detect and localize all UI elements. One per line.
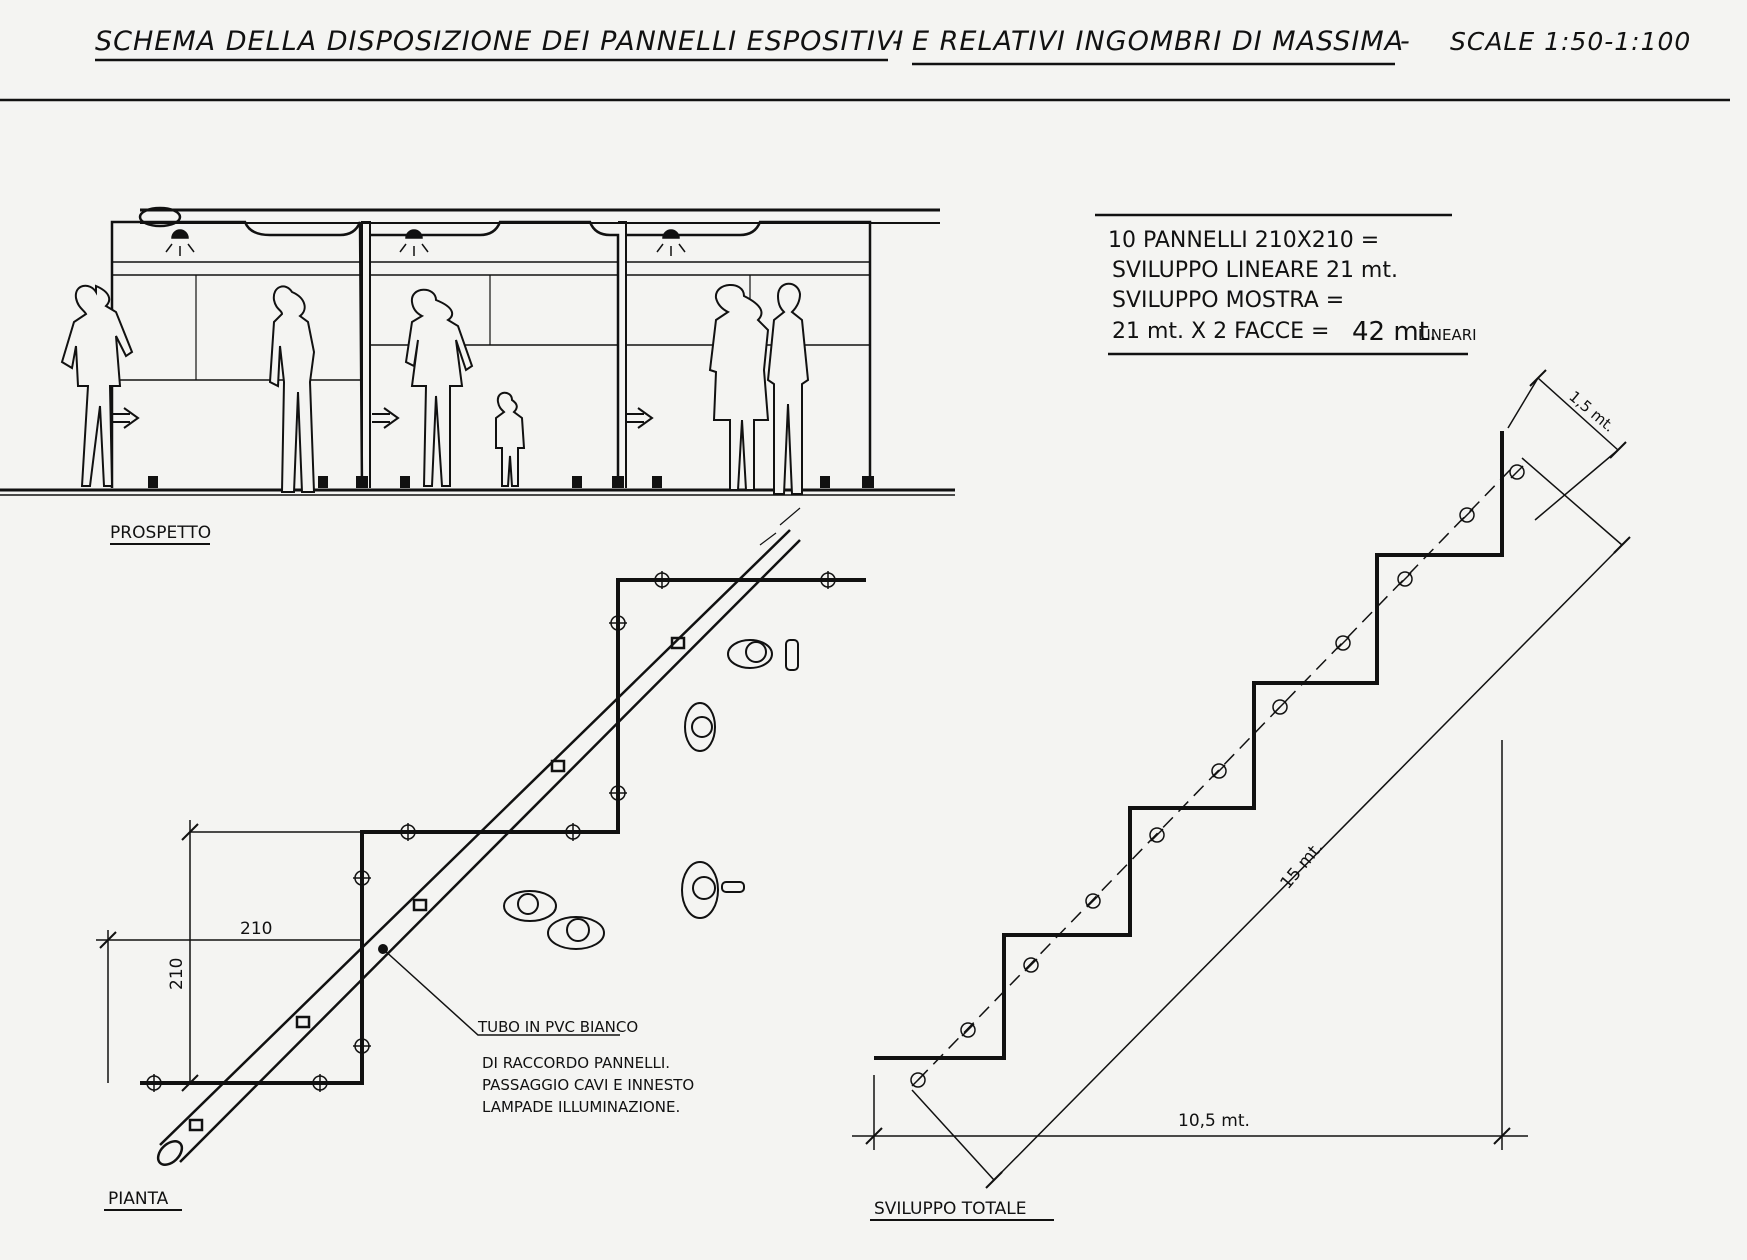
- title-dash1: -: [892, 26, 903, 57]
- dim-horizontal-label: 10,5 mt.: [1178, 1111, 1250, 1131]
- title-dash2: -: [1400, 26, 1411, 57]
- title-part2: E RELATIVI INGOMBRI DI MASSIMA: [912, 26, 1404, 57]
- panel-2: [370, 222, 618, 488]
- tube-note-line-3: PASSAGGIO CAVI E INNESTO: [482, 1076, 694, 1094]
- title-part1: SCHEMA DELLA DISPOSIZIONE DEI PANNELLI E…: [95, 26, 904, 57]
- dim-diagonal: [912, 458, 1630, 1188]
- panel-joint-2: [618, 222, 626, 488]
- tube-note-line-4: LAMPADE ILLUMINAZIONE.: [482, 1098, 680, 1116]
- dim-panel-width: 210: [240, 919, 272, 939]
- scale-label: SCALE 1:50-1:100: [1450, 27, 1691, 56]
- dim-panel-height: 210: [167, 958, 187, 990]
- summary-line-1: 10 PANNELLI 210X210 =: [1108, 228, 1379, 253]
- plan-panels: [140, 580, 866, 1083]
- summary-note: 10 PANNELLI 210X210 = SVILUPPO LINEARE 2…: [1095, 215, 1477, 354]
- tube-leader: [383, 949, 620, 1035]
- dim-horizontal: [852, 740, 1528, 1150]
- lamp-icon: [166, 230, 685, 256]
- dim-depth: [1508, 370, 1626, 520]
- pianta-label: PIANTA: [108, 1189, 169, 1209]
- tube-note-line-1: TUBO IN PVC BIANCO: [477, 1018, 638, 1036]
- summary-line-4c: LINEARI: [1418, 326, 1477, 344]
- sviluppo-totale-label: SVILUPPO TOTALE: [874, 1199, 1026, 1219]
- plan-dimensions: [96, 820, 362, 1091]
- tube-note-line-2: DI RACCORDO PANNELLI.: [482, 1054, 670, 1072]
- panel-joint-1: [362, 222, 370, 488]
- prospetto-label: PROSPETTO: [110, 523, 211, 543]
- title-block: SCHEMA DELLA DISPOSIZIONE DEI PANNELLI E…: [0, 26, 1730, 100]
- summary-line-2: SVILUPPO LINEARE 21 mt.: [1112, 258, 1398, 283]
- pipe-section: [140, 208, 180, 226]
- pvc-tube: [154, 508, 800, 1169]
- tube-joint-icon: [911, 465, 1524, 1087]
- visitor-top-view-icon: [504, 640, 798, 949]
- plan-view: 210 210 TUBO IN PVC BIANCO DI RACCORDO P…: [96, 508, 866, 1210]
- elevation-view: PROSPETTO: [0, 208, 955, 544]
- summary-line-4a: 21 mt. X 2 FACCE =: [1112, 319, 1329, 344]
- human-figure-icon: [62, 284, 808, 494]
- panel-foot: [148, 476, 874, 488]
- summary-line-3: SVILUPPO MOSTRA =: [1112, 288, 1344, 313]
- panel-3: [626, 222, 870, 488]
- tube-joint-icon: [190, 638, 684, 1130]
- stepped-panels: [874, 431, 1502, 1058]
- arrow-right-icon: [112, 408, 652, 428]
- panel-1: [112, 222, 362, 488]
- summary-line-4b: 42 mt.: [1352, 317, 1437, 347]
- connector-icon: [147, 571, 835, 1092]
